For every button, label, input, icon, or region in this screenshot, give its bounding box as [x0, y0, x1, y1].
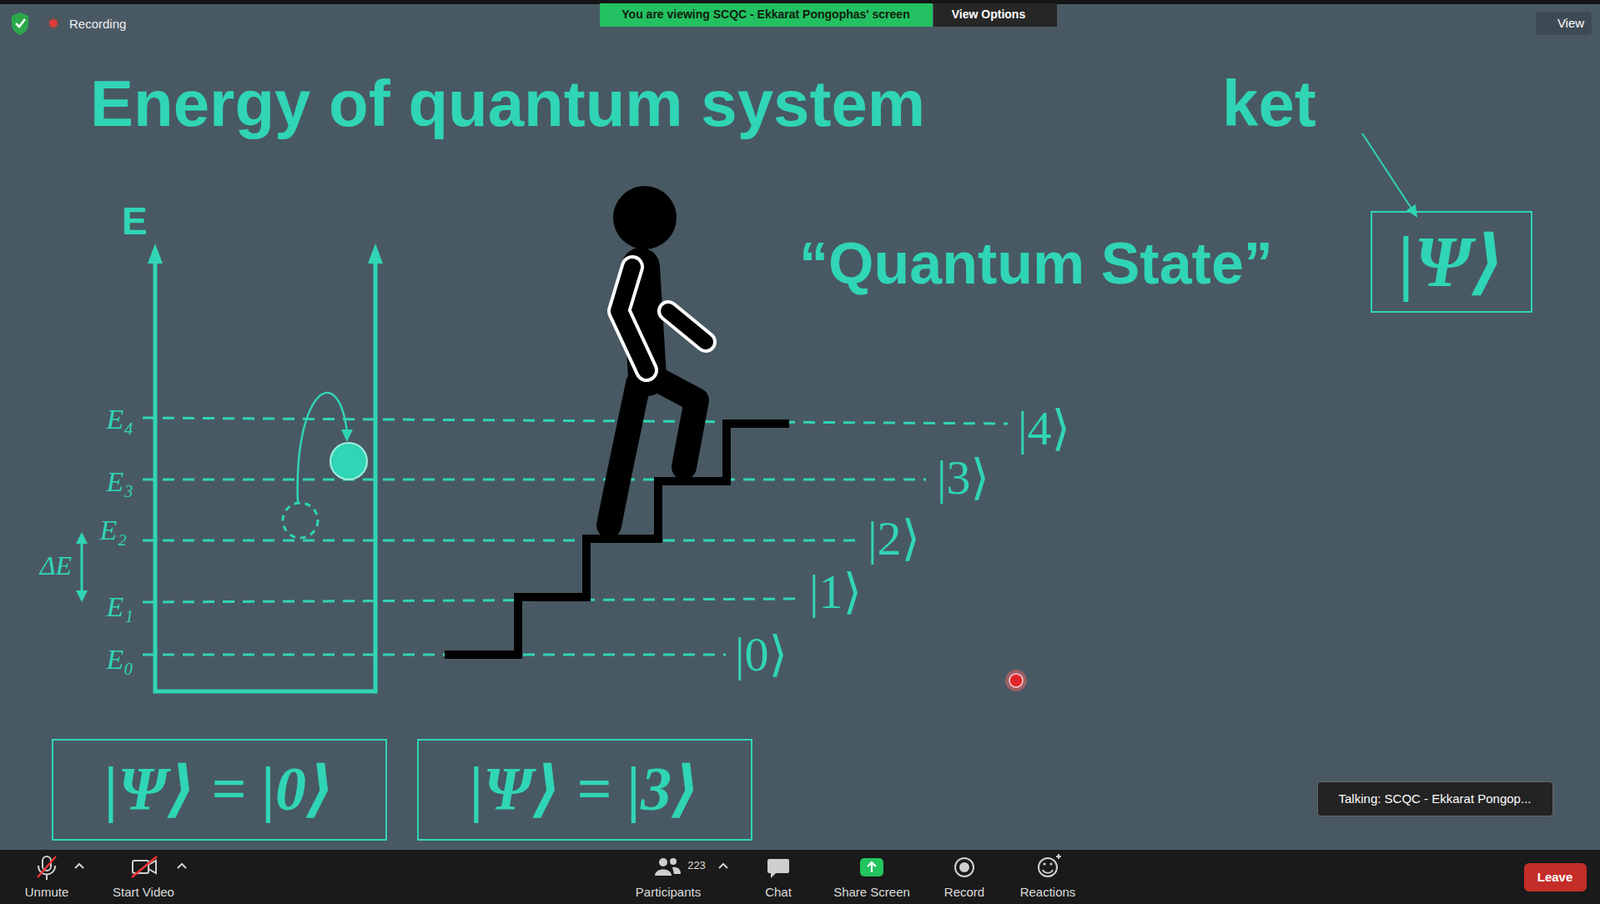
toolbar-icons	[38, 854, 1062, 881]
video-slash	[131, 856, 157, 878]
share-arrow	[867, 862, 876, 873]
figure-leg	[657, 379, 697, 468]
arrowhead	[75, 590, 88, 603]
stick-figure	[608, 186, 706, 526]
record-icon	[955, 858, 974, 877]
level-line	[142, 478, 926, 482]
potential-well	[155, 258, 376, 692]
node-text: You are viewing SCQC - Ekkarat Pongophas…	[621, 8, 910, 21]
delta-arrow	[80, 540, 84, 594]
state-box: |Ψ⟩ = |0⟩	[51, 739, 388, 841]
node-text: Talking: SCQC - Ekkarat Pongop...	[1338, 792, 1532, 807]
level-label: E₃	[105, 466, 134, 498]
ket-label: |3⟩	[936, 451, 990, 505]
toolbar-label: Start Video	[112, 885, 175, 901]
level-line	[142, 598, 801, 603]
arrowhead	[341, 429, 353, 443]
participant-count: 223	[687, 860, 706, 872]
node-text: View Options	[951, 8, 1026, 21]
state-box: |Ψ⟩ = |3⟩	[417, 739, 753, 841]
well-walls	[155, 258, 376, 692]
level-line	[142, 417, 1008, 424]
heading-word: ket	[1222, 68, 1317, 141]
toolbar-label: Share Screen	[833, 885, 911, 901]
zoom-toolbar	[0, 850, 1600, 904]
share-icon	[860, 858, 884, 877]
level-label: E₁	[105, 591, 134, 623]
delta-label: ΔE	[40, 551, 72, 581]
plus	[1056, 854, 1062, 860]
ket-label: |4⟩	[1017, 402, 1071, 456]
toolbar-label: Participants	[635, 885, 701, 901]
caret	[719, 864, 728, 869]
leave-button: Leave	[1524, 863, 1587, 892]
toolbar-label: Reactions	[1020, 885, 1077, 901]
reactions-icon	[1038, 858, 1057, 877]
figure-leg	[608, 383, 639, 526]
view-button: View	[1535, 11, 1592, 36]
status-text: Recording	[69, 17, 126, 32]
node-text: |Ψ⟩ = |0⟩	[104, 755, 335, 824]
view-options-button: View Options	[933, 3, 1057, 27]
level-line	[142, 654, 726, 657]
axis-arrowhead	[367, 243, 383, 264]
chat-icon	[767, 859, 790, 879]
ket-box: |Ψ⟩	[1370, 211, 1533, 313]
eye	[1049, 862, 1052, 866]
energy-levels	[142, 417, 1008, 655]
figure-arm-outline	[668, 311, 706, 343]
figure-arm-outline	[618, 266, 647, 371]
caret	[177, 864, 187, 869]
laser-pointer	[1009, 674, 1023, 688]
shield-check	[15, 19, 26, 27]
ket-label: |2⟩	[867, 512, 921, 566]
subtitle: “Quantum State”	[799, 231, 1273, 297]
node-text: |Ψ⟩	[1398, 222, 1505, 302]
talking-indicator: Talking: SCQC - Ekkarat Pongop...	[1317, 781, 1554, 817]
level-line	[142, 539, 860, 543]
security-shield	[11, 12, 29, 36]
ket-label: |1⟩	[809, 565, 862, 619]
figure-arm	[618, 266, 647, 371]
ket-label: |0⟩	[734, 628, 788, 682]
node-text: Leave	[1537, 870, 1574, 886]
previous-particle	[282, 503, 318, 539]
toolbar-label: Record	[944, 885, 985, 901]
level-label: E₀	[105, 644, 134, 675]
smile	[1042, 870, 1053, 874]
recording-dot	[49, 19, 58, 28]
toolbar-label: Unmute	[25, 885, 70, 901]
mute-slash	[37, 856, 56, 878]
axis-arrowhead	[147, 243, 163, 264]
viewing-banner: You are viewing SCQC - Ekkarat Pongophas…	[599, 3, 933, 27]
axis-label: E	[121, 200, 148, 243]
figure-head	[613, 186, 677, 250]
person-head	[659, 858, 668, 867]
particle	[330, 442, 368, 480]
figure-arm	[668, 311, 706, 343]
record-dot	[959, 862, 970, 873]
level-label: E₂	[99, 514, 127, 546]
leader-arrow	[1362, 133, 1412, 209]
arrowhead	[75, 532, 88, 544]
toolbar-label: Chat	[764, 885, 792, 901]
person-head	[669, 858, 677, 866]
node-text: View	[1557, 16, 1585, 31]
eye	[1042, 862, 1046, 866]
participants-icon	[654, 858, 681, 876]
node-text: |Ψ⟩ = |3⟩	[469, 755, 700, 824]
level-label: E₄	[105, 403, 134, 435]
slide-title: Energy of quantum system	[90, 68, 926, 141]
person-body	[654, 870, 672, 877]
laser-glow	[1005, 669, 1027, 692]
caret	[75, 864, 84, 869]
recording-icon	[46, 16, 61, 31]
person-body	[672, 867, 681, 875]
